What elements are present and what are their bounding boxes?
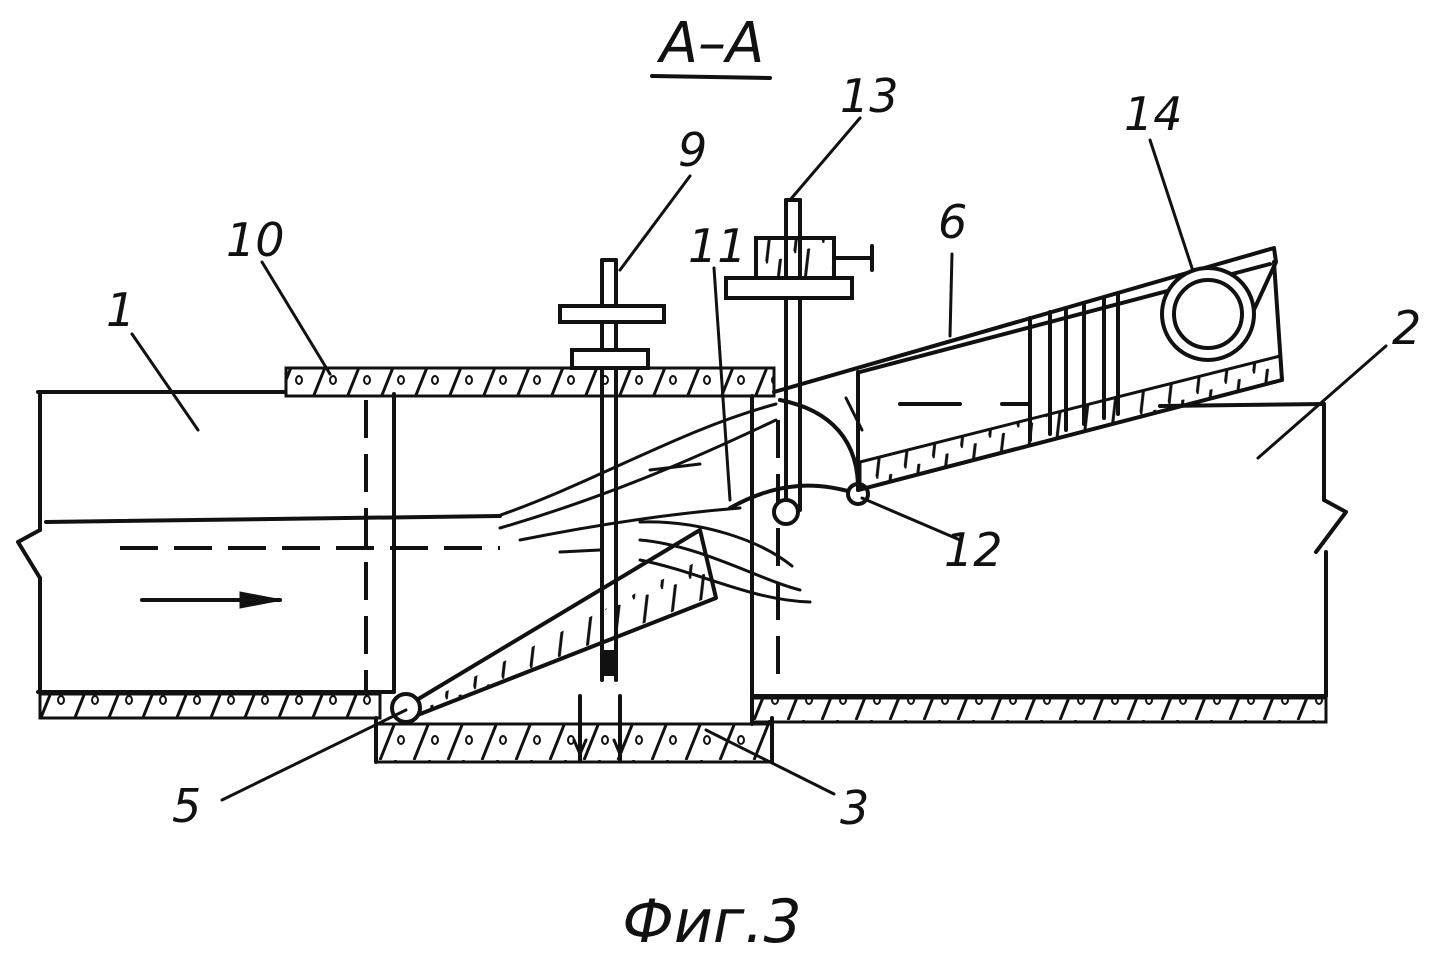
outlet-channel xyxy=(750,402,1348,724)
label-5: 5 xyxy=(172,779,201,833)
cover-slab xyxy=(284,366,776,398)
label-13: 13 xyxy=(840,69,899,123)
section-title: A–A xyxy=(650,11,772,80)
label-11: 11 xyxy=(688,219,747,273)
outlet-floor-concrete xyxy=(750,696,1328,724)
control-rod-9 xyxy=(558,258,666,682)
label-1: 1 xyxy=(106,283,135,337)
label-6: 6 xyxy=(938,195,967,249)
inclined-trough xyxy=(772,246,1284,492)
inlet-floor-concrete xyxy=(38,692,382,720)
hinge-5 xyxy=(390,692,422,724)
flow-direction-arrow xyxy=(140,591,283,609)
trash-screen xyxy=(1028,292,1120,442)
control-rod-13 xyxy=(724,198,874,512)
rod-9-bearing xyxy=(570,348,650,370)
label-14: 14 xyxy=(1124,87,1183,141)
section-title-text: A–A xyxy=(657,11,765,76)
inlet-channel xyxy=(16,390,502,720)
label-9: 9 xyxy=(678,123,707,177)
label-12: 12 xyxy=(944,523,1003,577)
hinge-12-a xyxy=(772,498,800,526)
water-jet xyxy=(496,402,812,604)
inlet-water-surface xyxy=(44,514,502,524)
leader-lines xyxy=(130,116,1388,802)
part-labels: 1 2 3 5 6 9 10 11 12 13 14 xyxy=(106,69,1421,835)
label-10: 10 xyxy=(226,213,285,267)
rod-13-nut xyxy=(754,236,836,280)
section-title-underline xyxy=(650,74,772,80)
tilting-flap xyxy=(390,528,718,724)
label-3: 3 xyxy=(840,781,869,835)
pipe-14-inner xyxy=(1172,278,1244,350)
label-2: 2 xyxy=(1392,301,1421,355)
rod-13-bracket xyxy=(724,276,854,300)
trough-floor xyxy=(858,354,1284,492)
figure-caption: Фиг.3 xyxy=(622,887,801,957)
rod-9-handwheel xyxy=(558,304,666,324)
